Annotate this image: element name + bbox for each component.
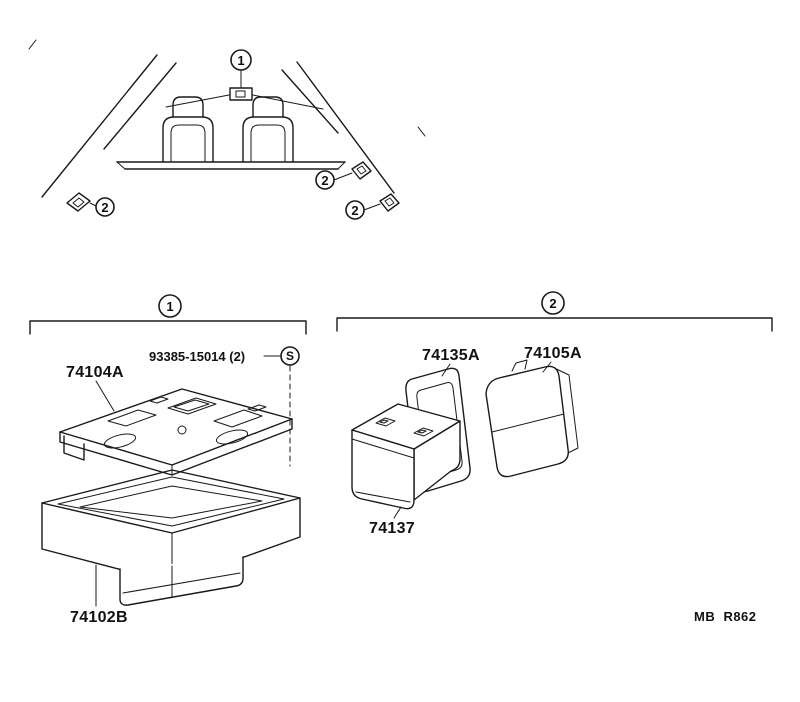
label-74102B: 74102B	[70, 609, 128, 626]
car-floor-join-left	[116, 161, 126, 170]
label-74135A: 74135A	[422, 347, 480, 364]
group-2: 2 74135A 74105A 741	[336, 291, 773, 537]
ashtray-front-contour	[351, 438, 415, 459]
left-seat-back	[162, 116, 214, 163]
panel-center-hole-inner	[173, 399, 210, 412]
case-seam-line	[491, 413, 565, 433]
upper-panel-74104A-drawing	[59, 388, 293, 476]
clip-left-detail	[72, 197, 85, 208]
front-seats	[162, 96, 294, 163]
callout-2-right-lower-circle	[345, 200, 365, 220]
group-2-bracket	[336, 317, 773, 332]
right-seat-contour	[250, 124, 286, 163]
box-rim-inner	[57, 476, 285, 527]
panel-recess-left	[107, 409, 157, 427]
car-floor-join-right	[337, 161, 346, 170]
clip-right-lower	[379, 193, 400, 212]
panel-cup-right	[215, 429, 249, 445]
callout-2-right-upper-number: 2	[321, 173, 328, 188]
callout-2-right-lower-number: 2	[351, 203, 358, 218]
callout-2-left: 2	[89, 197, 115, 217]
callout-2-left-circle	[95, 197, 115, 217]
car-left-pillar-outer	[41, 54, 158, 198]
case-front-face	[485, 365, 569, 478]
label-74105A: 74105A	[524, 345, 582, 362]
box-drawer-front	[119, 556, 244, 606]
car-right-pillar-inner	[281, 69, 339, 134]
clip-left-outline	[66, 192, 91, 212]
clip-right-lower-detail	[384, 197, 395, 207]
right-seat-back	[242, 116, 294, 163]
case-depth-edges	[549, 365, 579, 457]
panel-screw-hole	[177, 425, 187, 435]
label-74137: 74137	[369, 520, 415, 537]
ashtray-74137-drawing	[351, 403, 461, 510]
leader-74137	[393, 506, 402, 519]
clip-right-upper-detail	[356, 165, 367, 175]
callout-2-right-upper: 2	[315, 170, 353, 190]
clip-left	[66, 192, 91, 212]
box-drawer-lip	[122, 572, 241, 594]
ashtray-right-face	[413, 420, 461, 501]
callout-1-number: 1	[237, 53, 244, 68]
callout-2-right-upper-circle	[315, 170, 335, 190]
label-screw-part: 93385-15014 (2)	[149, 349, 245, 364]
callout-1-circle	[230, 49, 252, 71]
car-left-pillar-inner	[103, 62, 177, 150]
case-top-tab	[511, 359, 528, 372]
leader-74104A	[95, 380, 115, 412]
left-seat-headrest	[172, 96, 204, 118]
callout-2-left-leader	[89, 202, 97, 207]
console-box-74102B-drawing	[41, 469, 301, 606]
leader-74105A	[542, 361, 552, 373]
callout-2-right-lower: 2	[345, 200, 381, 220]
leader-74135A	[441, 363, 451, 377]
left-seat-contour	[170, 124, 206, 163]
box-opening-floor	[79, 485, 263, 519]
right-seat-headrest	[252, 96, 284, 118]
car-corner-dash-right	[417, 126, 426, 137]
group-1-callout-number: 1	[166, 299, 173, 314]
callout-2-right-upper-leader	[333, 172, 353, 181]
screw-symbol-letter: S	[286, 349, 294, 363]
panel-center-hole-outer	[167, 397, 217, 415]
panel-top-face	[59, 388, 293, 466]
car-corner-dash-left	[28, 39, 37, 50]
panel-left-tab	[63, 435, 85, 461]
panel-cup-left	[103, 433, 137, 449]
panel-recess-right	[213, 409, 263, 428]
ashtray-latch-slot-right	[417, 429, 427, 434]
ashtray-front-lip	[355, 491, 411, 503]
callout-1-top: 1	[230, 49, 252, 89]
clip-right-upper-outline	[351, 161, 372, 180]
clip-right-lower-outline	[379, 193, 400, 212]
group-1-callout-circle	[158, 294, 182, 318]
car-right-pillar-outer	[296, 61, 395, 194]
group-2-callout-circle	[541, 291, 565, 315]
group-1: 1 74104A	[29, 294, 307, 626]
car-shelf-edge-left	[165, 94, 230, 108]
console-marker-inner	[235, 90, 246, 98]
group-1-bracket	[29, 320, 307, 335]
footer-plate-code: MB R862	[694, 609, 757, 624]
callout-2-right-lower-leader	[363, 203, 381, 211]
car-interior-sketch	[28, 39, 426, 212]
group-2-callout-number: 2	[549, 296, 556, 311]
screw-symbol-circle	[280, 346, 300, 366]
label-74104A: 74104A	[66, 364, 124, 381]
ashtray-latch-slot-left	[379, 419, 389, 424]
callout-2-left-number: 2	[101, 200, 108, 215]
case-74105A-drawing	[485, 359, 579, 478]
console-location-marker	[229, 87, 253, 101]
clip-right-upper	[351, 161, 372, 180]
console-marker-outer	[229, 87, 253, 101]
ashtray-front-face	[351, 429, 415, 510]
panel-edge-tab-left	[149, 396, 169, 404]
panel-edge-tab-right	[247, 404, 267, 412]
